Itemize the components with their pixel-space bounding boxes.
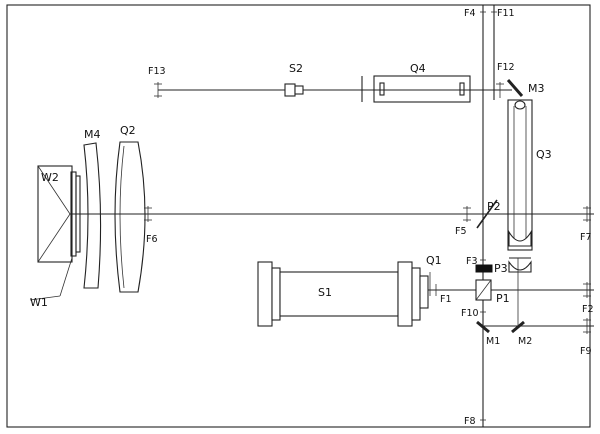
label-f11: F11 <box>497 8 515 19</box>
label-w2: W2 <box>41 171 59 184</box>
label-f13: F13 <box>148 66 166 77</box>
label-s2: S2 <box>289 62 303 75</box>
label-p2: P2 <box>487 200 501 213</box>
label-p1: P1 <box>496 292 510 305</box>
q2-lens-inner-curve <box>119 145 125 289</box>
s2-nozzle <box>294 85 304 95</box>
label-f7: F7 <box>580 232 592 243</box>
w1-leader-base <box>29 295 61 301</box>
q4-element-right <box>459 82 465 96</box>
s1-output-window <box>419 275 429 309</box>
m3-mirror <box>506 79 524 97</box>
label-f6: F6 <box>146 234 158 245</box>
label-q3: Q3 <box>536 148 552 161</box>
label-w1: W1 <box>30 296 48 309</box>
w2-diagonal-bottom <box>37 213 71 263</box>
objective-assembly <box>29 141 146 301</box>
q3-top-lens <box>514 100 526 110</box>
label-f12: F12 <box>497 62 515 73</box>
s1-left-flange <box>257 261 273 327</box>
s1-right-flange <box>397 261 413 327</box>
label-f4: F4 <box>464 8 476 19</box>
q3-assembly <box>507 99 533 273</box>
label-m1: M1 <box>486 336 500 347</box>
label-p3: P3 <box>494 262 508 275</box>
q3-lower-lens <box>508 230 532 247</box>
s1-laser <box>257 261 429 327</box>
s1-right-collar <box>411 267 421 321</box>
p3-element <box>475 264 493 273</box>
label-f8: F8 <box>464 416 476 427</box>
label-f3: F3 <box>466 256 478 267</box>
m1-mirror <box>476 320 490 334</box>
q4-assembly <box>361 75 471 103</box>
label-m2: M2 <box>518 336 532 347</box>
q3-housing <box>507 99 533 251</box>
label-q1: Q1 <box>426 254 442 267</box>
q4-housing <box>373 75 471 103</box>
m2-mirror <box>511 320 525 334</box>
w2-diagonal-top <box>37 165 71 215</box>
label-m4: M4 <box>84 128 101 141</box>
label-f5: F5 <box>455 226 467 237</box>
label-m3: M3 <box>528 82 545 95</box>
label-f1: F1 <box>440 294 452 305</box>
s1-body <box>279 271 399 317</box>
s1-left-collar <box>271 267 281 321</box>
label-q4: Q4 <box>410 62 426 75</box>
q4-element-left <box>379 82 385 96</box>
s2-body <box>284 83 296 97</box>
s2-source <box>284 83 304 97</box>
p1-prism-diagonal <box>475 279 492 301</box>
label-f10: F10 <box>461 308 479 319</box>
label-s1: S1 <box>318 286 332 299</box>
q2-lens <box>114 141 146 293</box>
diagram-frame <box>6 4 591 428</box>
label-f9: F9 <box>580 346 592 357</box>
label-f2: F2 <box>582 304 594 315</box>
p2-beamsplitter <box>476 199 498 229</box>
q3-bottom-lens <box>508 260 532 273</box>
label-q2: Q2 <box>120 124 136 137</box>
m4-lens <box>83 142 102 289</box>
w1-leader <box>59 257 73 297</box>
